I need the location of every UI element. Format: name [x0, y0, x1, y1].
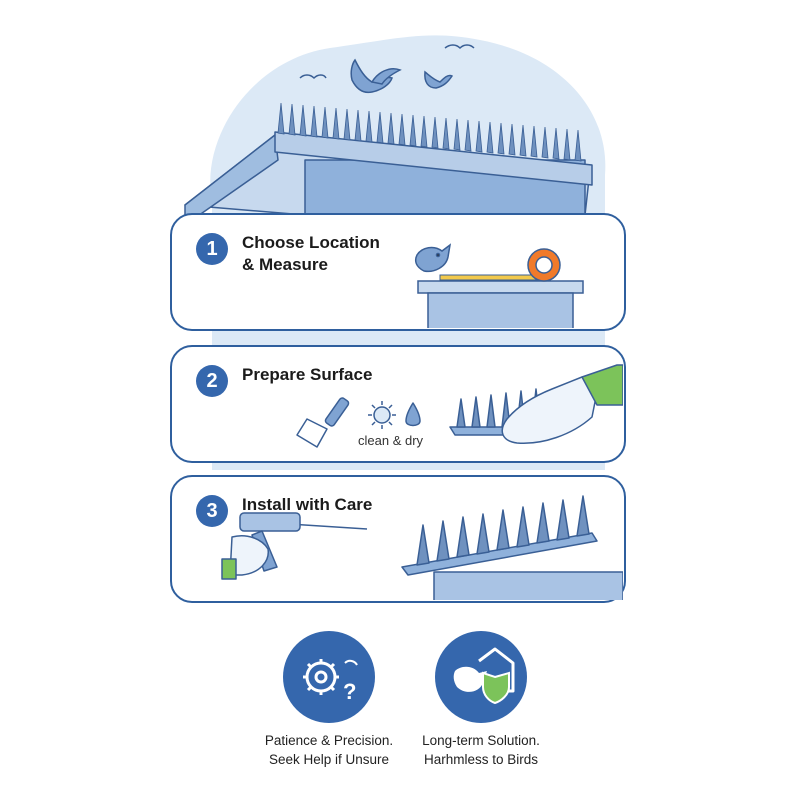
clean-dry-note: clean & dry — [358, 433, 424, 448]
roof-spikes — [277, 102, 582, 162]
bird-icon — [414, 243, 452, 273]
spike-strip — [416, 495, 590, 566]
feature-caption-1: Patience & Precision. Seek Help if Unsur… — [264, 733, 394, 767]
step-title-1: Choose Location & Measure — [242, 233, 380, 274]
step-title-2: Prepare Surface — [242, 365, 373, 384]
gloved-hand-icon — [501, 376, 598, 444]
sun-icon — [368, 401, 396, 429]
feature-caption-2: Long-term Solution. Harhmless to Birds — [422, 733, 540, 767]
bird-house-shield-icon — [435, 631, 527, 723]
install-illustration — [221, 495, 623, 600]
step-number-2: 2 — [196, 365, 228, 397]
step-card-3: 3 Install with Care — [170, 475, 626, 603]
step-title-3: Install with Care — [242, 495, 373, 514]
prepare-surface-illustration — [296, 364, 623, 448]
brush-icon — [296, 397, 350, 448]
feature-patience: ? Patience & Precision. Seek Help if Uns… — [244, 631, 414, 769]
measure-ledge-illustration — [414, 243, 584, 328]
water-drop-icon — [405, 402, 421, 427]
gear-wrench-question-icon: ? — [283, 631, 375, 723]
step-card-2: 2 Prepare Surface clean & dry — [170, 345, 626, 463]
flying-birds-icon — [299, 44, 475, 94]
roof-structure — [184, 131, 593, 226]
svg-text:?: ? — [343, 679, 356, 704]
step-number-3: 3 — [196, 495, 228, 527]
caulk-gun-icon — [221, 512, 368, 580]
step-number-1: 1 — [196, 233, 228, 265]
feature-longterm: Long-term Solution. Harhmless to Birds — [396, 631, 566, 769]
step-card-1: 1 Choose Location & Measure — [170, 213, 626, 331]
